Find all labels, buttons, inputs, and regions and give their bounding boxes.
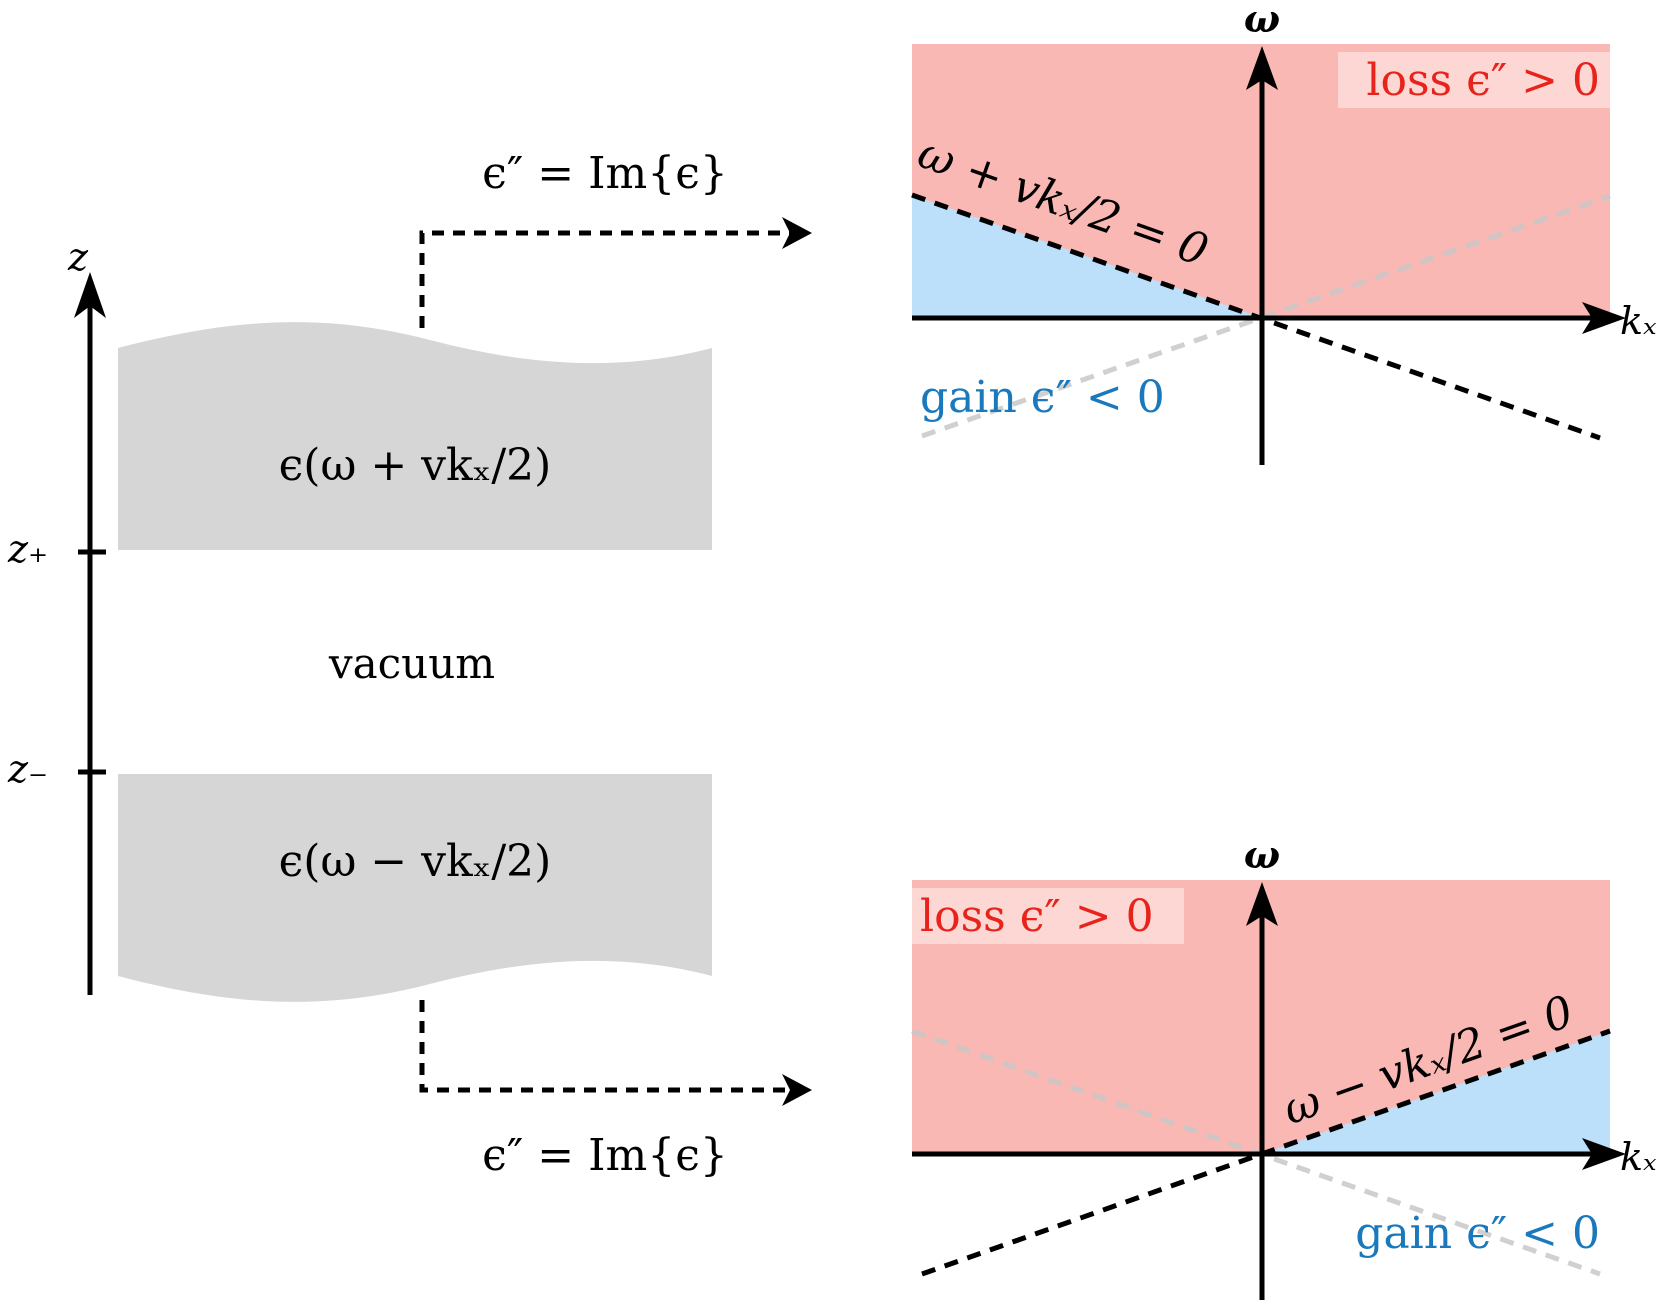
top-omega-label: ω: [1244, 0, 1280, 41]
top-gain-label: gain ϵ″ < 0: [920, 372, 1165, 423]
top-plot: ω kₓ loss ϵ″ > 0 gain ϵ″ < 0 ω + vkₓ/2 =…: [911, 0, 1657, 465]
upper-slab: [118, 322, 712, 550]
bottom-omega-arrowhead: [1246, 882, 1278, 926]
upper-connector-label: ϵ″ = Im{ϵ}: [482, 148, 728, 199]
top-kx-arrowhead: [1582, 302, 1626, 334]
top-loss-label-bg: [1338, 52, 1610, 108]
bottom-loss-label-bg: [912, 888, 1184, 944]
bottom-loss-label: loss ϵ″ > 0: [920, 891, 1154, 942]
lower-connector-label: ϵ″ = Im{ϵ}: [482, 1130, 728, 1181]
lower-connector-arrow: [419, 1000, 795, 1093]
upper-connector-arrowhead: [782, 217, 812, 249]
lower-connector-arrowhead: [782, 1074, 812, 1106]
upper-connector-arrow: [419, 230, 795, 328]
lower-slab: [118, 774, 712, 1002]
top-gain-region: [912, 195, 1262, 318]
vacuum-label: vacuum: [328, 639, 495, 688]
bottom-kx-label: kₓ: [1620, 1135, 1657, 1179]
top-kx-label: kₓ: [1620, 299, 1657, 343]
tick-z-minus-label: z₋: [7, 747, 48, 791]
bottom-omega-label: ω: [1244, 832, 1280, 877]
bottom-plot: ω kₓ loss ϵ″ > 0 gain ϵ″ < 0 ω − vkₓ/2 =…: [911, 832, 1657, 1300]
top-loss-label: loss ϵ″ > 0: [1366, 55, 1600, 106]
z-axis-label: z: [67, 235, 89, 279]
upper-slab-label: ϵ(ω + vkₓ/2): [279, 440, 552, 491]
top-omega-arrowhead: [1246, 46, 1278, 90]
bottom-kx-arrowhead: [1582, 1138, 1626, 1170]
slab-structure: z z₊ z₋ ϵ(ω + vkₓ/2) vacuum ϵ(ω − vkₓ/2)…: [7, 148, 812, 1181]
tick-z-plus-label: z₊: [7, 527, 48, 571]
z-axis-arrowhead: [74, 272, 106, 318]
bottom-gain-label: gain ϵ″ < 0: [1355, 1208, 1600, 1259]
lower-slab-label: ϵ(ω − vkₓ/2): [279, 836, 552, 887]
